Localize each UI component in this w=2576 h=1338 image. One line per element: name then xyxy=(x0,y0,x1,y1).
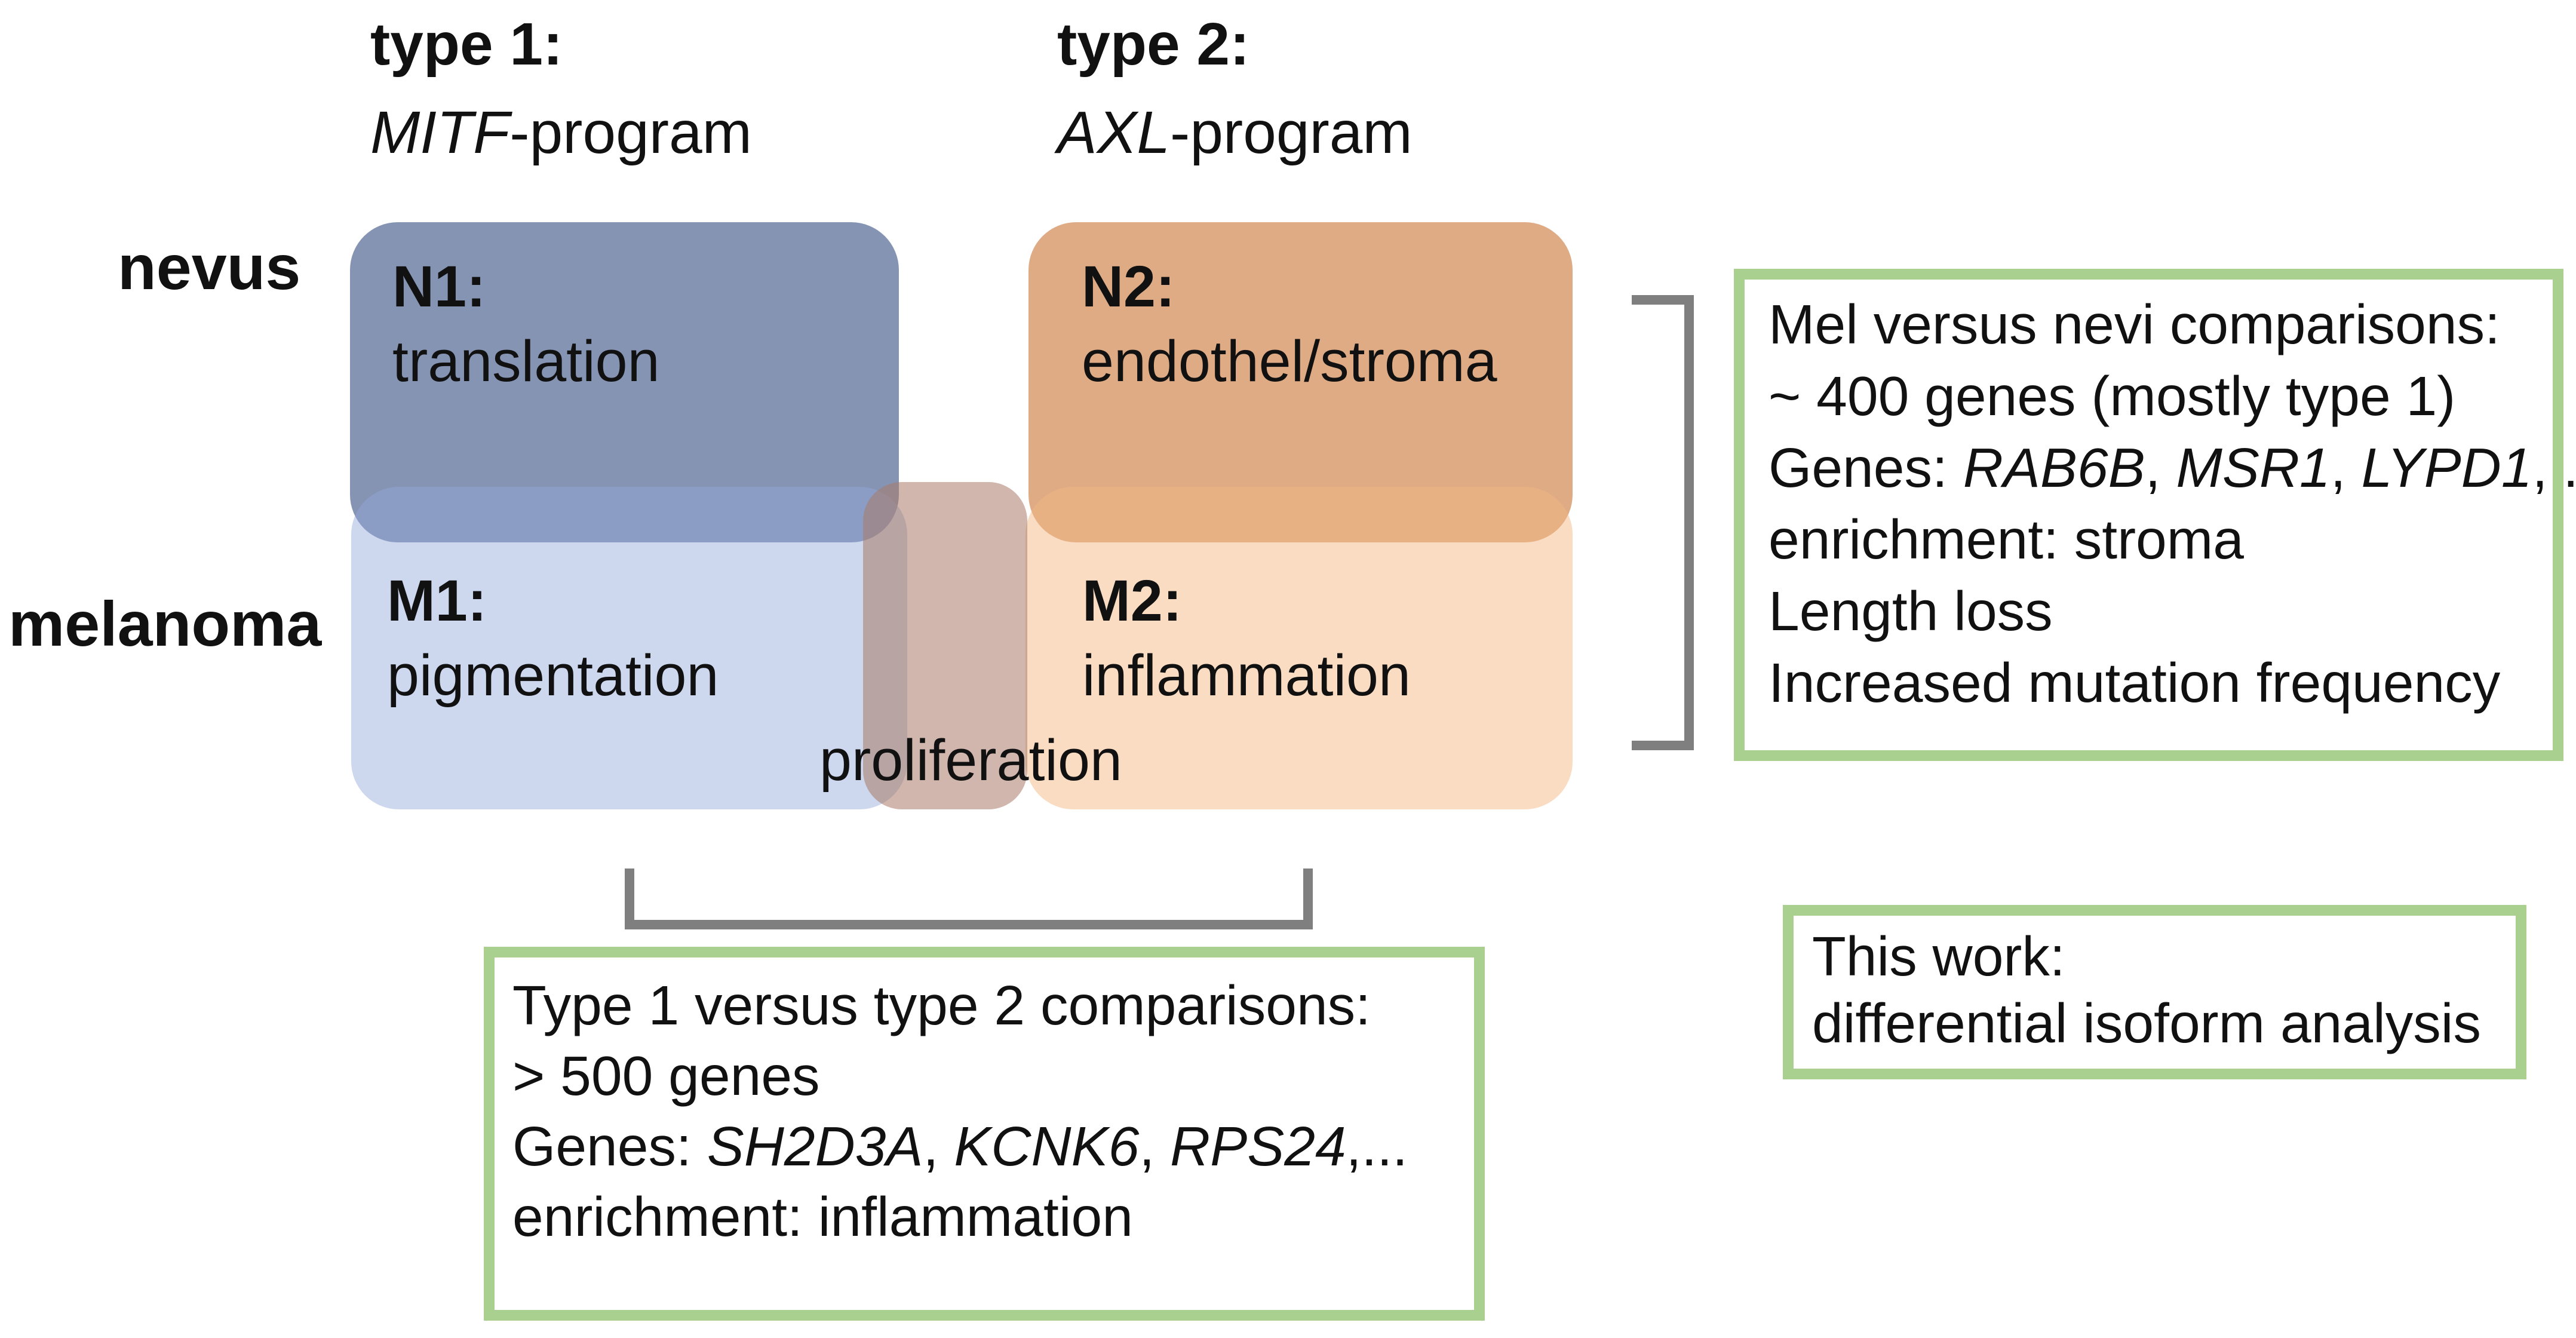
label-n1-code: N1: xyxy=(392,254,486,319)
box-n1-translation xyxy=(350,222,899,542)
type1-title-line2: MITF-program xyxy=(370,99,752,166)
this-work-line-2: differential isoform analysis xyxy=(1812,992,2481,1054)
label-n2: N2: endothel/stroma xyxy=(1082,249,1497,398)
callout-type1-vs-type2: Type 1 versus type 2 comparisons: > 500 … xyxy=(484,947,1485,1321)
bracket-bottom-icon xyxy=(625,869,1313,929)
box-m1-pigmentation xyxy=(351,487,907,809)
label-n2-term: endothel/stroma xyxy=(1082,329,1497,394)
type1-vs-type2-line-2: > 500 genes xyxy=(512,1045,820,1107)
this-work-line-1: This work: xyxy=(1812,925,2065,987)
mel-vs-nevi-line-1: Mel versus nevi comparisons: xyxy=(1768,293,2500,355)
label-m2-term: inflammation xyxy=(1082,643,1411,708)
type1-title-line1: type 1: xyxy=(370,11,563,78)
label-m1-term: pigmentation xyxy=(387,643,719,708)
label-m2: M2: inflammation xyxy=(1082,563,1411,713)
row-label-nevus: nevus xyxy=(118,232,301,303)
column-title-type2: type 2: AXL-program xyxy=(1057,0,1413,177)
label-n2-code: N2: xyxy=(1082,254,1175,319)
bracket-right-icon xyxy=(1632,295,1694,750)
label-m1: M1: pigmentation xyxy=(387,563,719,713)
mel-vs-nevi-line-3: Genes: RAB6B, MSR1, LYPD1, ... xyxy=(1768,437,2576,499)
mel-vs-nevi-line-2: ~ 400 genes (mostly type 1) xyxy=(1768,365,2456,427)
mel-vs-nevi-line-4: enrichment: stroma xyxy=(1768,508,2244,570)
label-n1-term: translation xyxy=(392,329,660,394)
type2-title-line1: type 2: xyxy=(1057,11,1250,78)
label-proliferation: proliferation xyxy=(819,728,1122,793)
label-m2-code: M2: xyxy=(1082,568,1183,633)
box-overlap-proliferation xyxy=(863,482,1027,809)
label-m1-code: M1: xyxy=(387,568,487,633)
column-title-type1: type 1: MITF-program xyxy=(370,0,752,177)
type2-title-line2: AXL-program xyxy=(1057,99,1413,166)
row-label-melanoma: melanoma xyxy=(8,589,322,659)
type1-vs-type2-line-1: Type 1 versus type 2 comparisons: xyxy=(512,974,1371,1036)
mel-vs-nevi-line-5: Length loss xyxy=(1768,580,2053,642)
box-n2-endothel-stroma xyxy=(1028,222,1573,542)
type1-vs-type2-line-3: Genes: SH2D3A, KCNK6, RPS24,... xyxy=(512,1115,1408,1177)
callout-mel-vs-nevi: Mel versus nevi comparisons: ~ 400 genes… xyxy=(1734,269,2576,761)
mel-vs-nevi-line-6: Increased mutation frequency xyxy=(1768,652,2501,714)
box-m2-inflammation xyxy=(1026,487,1573,809)
label-n1: N1: translation xyxy=(392,249,660,398)
type1-vs-type2-line-4: enrichment: inflammation xyxy=(512,1186,1133,1248)
callout-this-work: This work: differential isoform analysis xyxy=(1783,905,2526,1079)
